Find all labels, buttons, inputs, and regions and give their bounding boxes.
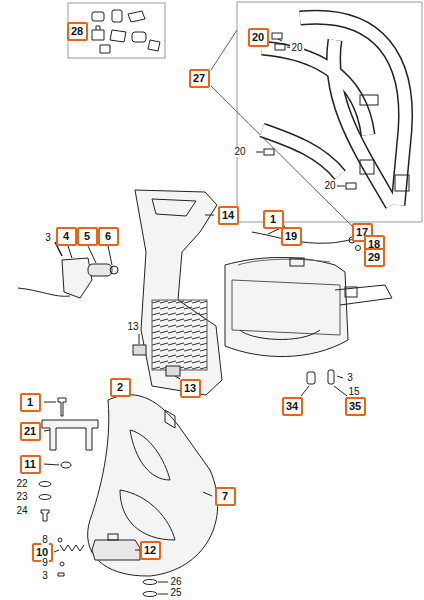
callout-number: 20 bbox=[233, 147, 246, 157]
callout-number: 21 bbox=[24, 426, 36, 437]
callout-number: 20 bbox=[323, 181, 336, 191]
callout-box: 14 bbox=[218, 206, 239, 225]
callout-number: 9 bbox=[41, 558, 49, 568]
callout-number: 13 bbox=[184, 383, 196, 394]
callout-box: 2 bbox=[110, 378, 131, 397]
callout-box: 21 bbox=[20, 422, 41, 441]
callout-number: 19 bbox=[285, 231, 297, 242]
callout-box: 1 bbox=[263, 210, 284, 229]
callout-number: 13 bbox=[126, 322, 139, 332]
callout-number: 20 bbox=[290, 43, 303, 53]
callout-box: 34 bbox=[282, 397, 303, 416]
callout-box: 29 bbox=[364, 248, 385, 267]
callout-number: 6 bbox=[105, 231, 111, 242]
callout-box: 11 bbox=[20, 455, 41, 474]
callout-number: 3 bbox=[346, 373, 354, 383]
callout-number: 3 bbox=[44, 233, 52, 243]
callout-box: 6 bbox=[98, 227, 119, 246]
callout-number: 29 bbox=[368, 252, 380, 263]
callout-number: 14 bbox=[222, 210, 234, 221]
callout-box: 12 bbox=[140, 541, 161, 560]
callout-number: 23 bbox=[15, 492, 28, 502]
callout-box: 19 bbox=[281, 227, 302, 246]
callout-number: 26 bbox=[169, 577, 182, 587]
callout-number: 12 bbox=[144, 545, 156, 556]
callout-number: 4 bbox=[63, 231, 69, 242]
callout-number: 2 bbox=[117, 382, 123, 393]
callout-number: 15 bbox=[347, 387, 360, 397]
callout-number: 11 bbox=[24, 459, 36, 470]
callout-box: 4 bbox=[56, 227, 77, 246]
callout-number: 27 bbox=[193, 73, 205, 84]
callout-number: 25 bbox=[169, 588, 182, 598]
callout-box: 20 bbox=[248, 28, 269, 47]
callout-number: 1 bbox=[270, 214, 276, 225]
callout-box: 27 bbox=[189, 69, 210, 88]
callout-number: 10 bbox=[36, 547, 48, 558]
callout-number: 35 bbox=[349, 401, 361, 412]
callout-number: 3 bbox=[41, 571, 49, 581]
callout-box: 7 bbox=[215, 487, 236, 506]
callout-box: 1 bbox=[20, 393, 41, 412]
callout-box: 35 bbox=[345, 397, 366, 416]
callout-box: 28 bbox=[67, 22, 88, 41]
callout-number: 28 bbox=[71, 26, 83, 37]
callout-number: 8 bbox=[41, 535, 49, 545]
callout-number: 22 bbox=[15, 479, 28, 489]
callout-number: 7 bbox=[222, 491, 228, 502]
callout-number: 24 bbox=[15, 506, 28, 516]
callout-box: 13 bbox=[180, 379, 201, 398]
callout-number: 20 bbox=[252, 32, 264, 43]
callout-box: 5 bbox=[77, 227, 98, 246]
callout-number: 34 bbox=[286, 401, 298, 412]
callout-number: 1 bbox=[27, 397, 33, 408]
callout-number: 5 bbox=[84, 231, 90, 242]
